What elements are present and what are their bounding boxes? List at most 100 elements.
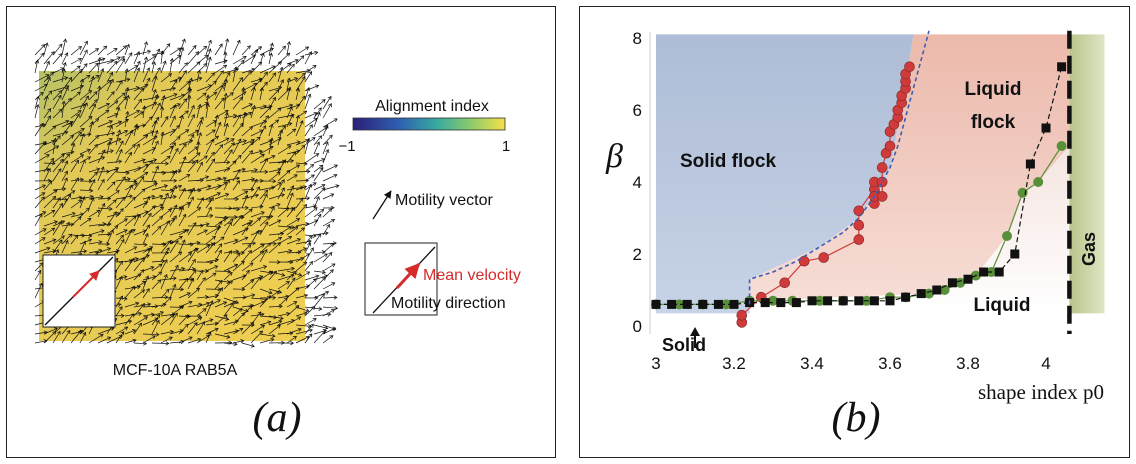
velocity-arrow-head bbox=[327, 95, 332, 101]
velocity-arrow-head bbox=[237, 114, 241, 119]
velocity-arrow bbox=[205, 236, 216, 245]
velocity-arrow bbox=[43, 196, 56, 209]
velocity-arrow-head bbox=[224, 109, 229, 114]
velocity-arrow-head bbox=[271, 65, 276, 70]
velocity-arrow bbox=[214, 64, 227, 74]
velocity-arrow bbox=[43, 90, 53, 101]
velocity-arrow bbox=[241, 294, 255, 299]
velocity-arrow bbox=[214, 193, 229, 200]
velocity-arrow bbox=[268, 182, 282, 191]
velocity-arrow-head bbox=[167, 73, 173, 78]
velocity-arrow-head bbox=[52, 249, 57, 254]
velocity-arrow bbox=[169, 215, 177, 227]
velocity-arrow bbox=[115, 171, 130, 174]
green-circle-point bbox=[721, 299, 732, 310]
velocity-arrow bbox=[277, 187, 285, 200]
velocity-arrow-head bbox=[83, 102, 88, 107]
velocity-arrow bbox=[223, 264, 238, 272]
velocity-arrow-head bbox=[172, 276, 177, 281]
velocity-arrow bbox=[43, 158, 54, 173]
red-circle-point bbox=[853, 234, 865, 245]
velocity-arrow bbox=[277, 207, 289, 218]
velocity-arrow-head bbox=[242, 112, 247, 117]
velocity-arrow-head bbox=[246, 45, 251, 50]
velocity-arrow-head bbox=[306, 196, 311, 201]
velocity-arrow bbox=[169, 312, 178, 326]
velocity-arrow bbox=[133, 61, 141, 74]
velocity-arrow bbox=[169, 148, 179, 164]
velocity-arrow bbox=[178, 161, 195, 164]
velocity-arrow-head bbox=[59, 202, 64, 207]
velocity-arrow bbox=[295, 145, 306, 155]
velocity-arrow-head bbox=[294, 226, 299, 231]
velocity-arrow bbox=[214, 236, 225, 245]
velocity-arrow-head bbox=[121, 58, 126, 63]
velocity-arrow bbox=[178, 62, 188, 74]
velocity-arrow bbox=[187, 187, 195, 200]
velocity-arrow-head bbox=[188, 77, 193, 82]
velocity-arrow bbox=[214, 60, 228, 65]
velocity-arrow-head bbox=[109, 71, 114, 76]
velocity-arrow bbox=[286, 104, 300, 110]
velocity-arrow bbox=[187, 222, 197, 236]
velocity-arrow-head bbox=[113, 48, 118, 52]
black-square-point bbox=[901, 292, 911, 302]
velocity-arrow-head bbox=[296, 103, 301, 108]
velocity-arrow bbox=[97, 138, 113, 146]
velocity-arrow bbox=[304, 153, 319, 164]
velocity-arrow-head bbox=[214, 293, 220, 298]
velocity-arrow-head bbox=[214, 114, 220, 119]
black-square-point bbox=[651, 299, 661, 309]
velocity-arrow bbox=[250, 179, 258, 191]
velocity-arrow bbox=[52, 154, 65, 164]
velocity-arrow-head bbox=[282, 45, 286, 50]
velocity-arrow bbox=[133, 163, 149, 173]
velocity-arrow bbox=[304, 87, 310, 101]
velocity-arrow bbox=[259, 115, 269, 128]
velocity-arrow-head bbox=[187, 94, 192, 99]
velocity-arrow bbox=[322, 96, 332, 110]
velocity-arrow-head bbox=[83, 49, 88, 54]
velocity-arrow bbox=[187, 278, 194, 290]
velocity-arrow-head bbox=[252, 241, 257, 246]
velocity-arrow-head bbox=[280, 193, 285, 198]
velocity-arrow bbox=[232, 140, 247, 146]
velocity-arrow bbox=[124, 215, 137, 227]
velocity-arrow bbox=[151, 263, 163, 272]
x-tick-label: 3.2 bbox=[722, 354, 746, 373]
velocity-arrow-head bbox=[182, 70, 187, 75]
x-tick-label: 3.6 bbox=[878, 354, 902, 373]
solid-flock-region bbox=[656, 34, 914, 314]
velocity-arrow-head bbox=[105, 103, 111, 107]
velocity-arrow bbox=[151, 140, 159, 155]
velocity-arrow bbox=[196, 141, 200, 155]
velocity-arrow bbox=[97, 103, 110, 110]
velocity-arrow-head bbox=[278, 61, 283, 66]
velocity-arrow bbox=[196, 104, 201, 119]
velocity-arrow bbox=[43, 108, 51, 119]
velocity-arrow bbox=[97, 336, 111, 344]
velocity-arrow bbox=[169, 251, 182, 263]
velocity-arrow bbox=[259, 125, 266, 137]
velocity-arrow-head bbox=[206, 301, 211, 306]
velocity-arrow-head bbox=[311, 137, 316, 141]
velocity-arrow bbox=[115, 218, 128, 227]
velocity-arrow bbox=[214, 243, 223, 254]
velocity-arrow-head bbox=[220, 70, 224, 75]
velocity-arrow-head bbox=[45, 74, 50, 78]
velocity-arrow-head bbox=[141, 303, 146, 308]
velocity-arrow-head bbox=[331, 263, 336, 268]
velocity-arrow-head bbox=[326, 224, 330, 229]
velocity-arrow bbox=[106, 48, 118, 56]
velocity-arrow bbox=[304, 333, 313, 344]
velocity-arrow bbox=[133, 124, 138, 137]
velocity-arrow-head bbox=[251, 177, 256, 182]
velocity-arrow bbox=[142, 224, 150, 236]
velocity-arrow bbox=[223, 93, 227, 110]
velocity-arrow bbox=[286, 277, 296, 290]
velocity-arrow bbox=[286, 63, 295, 74]
velocity-arrow bbox=[178, 156, 186, 173]
velocity-arrow bbox=[250, 211, 265, 218]
velocity-arrow-head bbox=[141, 158, 146, 163]
